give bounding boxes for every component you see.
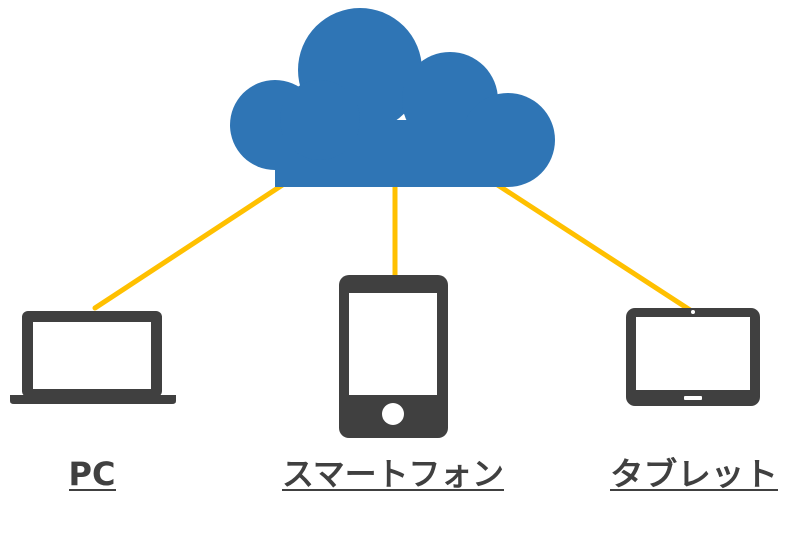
device-label-smartphone: スマートフォン (282, 455, 504, 493)
device-label-tablet: タブレット (610, 455, 778, 493)
smartphone-icon (339, 275, 448, 438)
connector-lines (92, 177, 693, 313)
connector-line-tablet (487, 177, 693, 313)
laptop-icon (10, 311, 176, 404)
device-labels: PC スマートフォン タブレット (69, 455, 778, 493)
connector-line-pc (92, 177, 293, 311)
cloud-icon (230, 8, 555, 187)
tablet-icon (626, 308, 760, 406)
device-label-pc: PC (69, 455, 116, 493)
